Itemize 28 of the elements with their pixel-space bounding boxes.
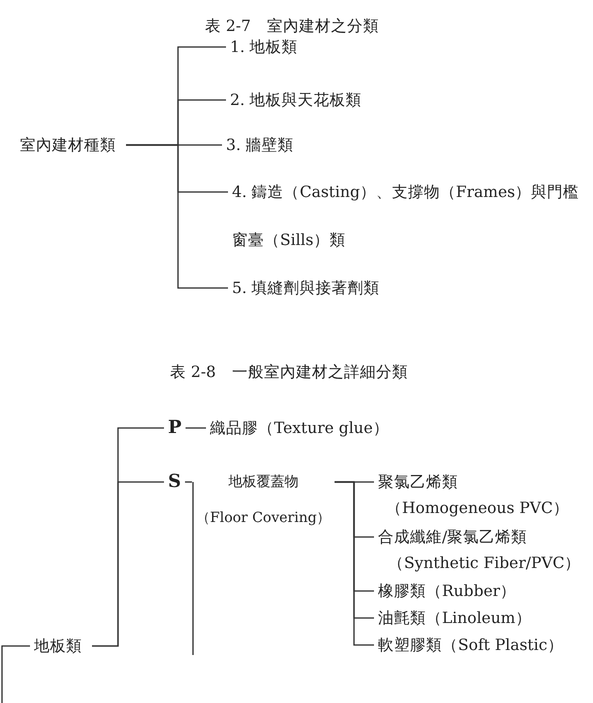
branch-letter: P (168, 415, 182, 441)
connector-line (192, 482, 194, 655)
category-label: 軟塑膠類（Soft Plastic） (378, 632, 564, 658)
category-label: 4. 鑄造（Casting）、支撐物（Frames）與門檻窗臺（Sills）類 (232, 168, 582, 264)
english-term: （Synthetic Fiber/PVC） (387, 553, 580, 574)
category-label: 2. 地板與天花板類 (230, 87, 362, 113)
category-label: 聚氯乙烯類 (378, 472, 459, 493)
category-label: 5. 填縫劑與接著劑類 (232, 275, 380, 301)
category-label: 1. 地板類 (230, 34, 298, 60)
connector-line (92, 481, 164, 647)
category-label: 橡膠類（Rubber） (378, 578, 516, 604)
connector-line (185, 481, 192, 483)
branch-letter: S (168, 469, 181, 495)
english-term: （Homogeneous PVC） (385, 498, 569, 519)
category-label: 地板覆蓋物 (227, 473, 300, 492)
english-term: （Floor Covering） (196, 509, 331, 528)
connector-line (1, 645, 30, 703)
table-title: 表 2-7 室內建材之分類 (205, 16, 379, 37)
connector-line (186, 427, 206, 429)
connector-line (334, 481, 374, 646)
category-label: 油氈類（Linoleum） (378, 605, 532, 631)
table-title: 表 2-8 一般室內建材之詳細分類 (170, 362, 408, 383)
category-label: 合成纖維/聚氯乙烯類 (378, 527, 528, 548)
connector-line (126, 144, 228, 289)
category-label: 地板類 (34, 633, 82, 659)
category-label: 3. 牆壁類 (226, 132, 294, 158)
category-label: 織品膠（Texture glue） (210, 415, 389, 441)
category-label: 室內建材種類 (20, 132, 116, 158)
